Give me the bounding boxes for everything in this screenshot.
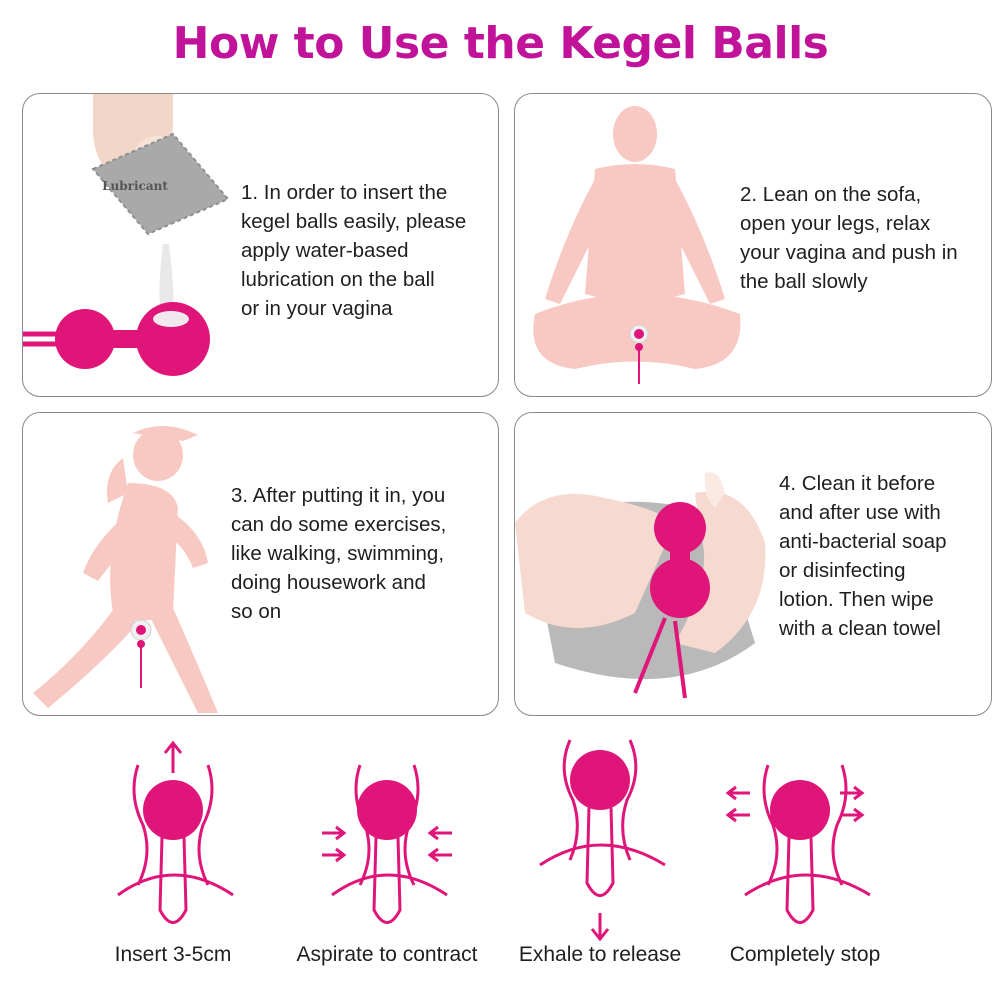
arrows-inward-icon: [322, 825, 452, 863]
step-contract: Aspirate to contract: [272, 735, 502, 1001]
card-1-line: lubrication on the ball: [241, 268, 435, 291]
card-1-line: or in your vagina: [241, 297, 393, 320]
card-4-text: 4. Clean it before and after use with an…: [779, 469, 947, 643]
card-2-line: open your legs, relax: [740, 212, 931, 235]
card-2-line: 2. Lean on the sofa,: [740, 183, 922, 206]
step-release: Exhale to release: [485, 735, 715, 1001]
card-4-line: lotion. Then wipe: [779, 588, 934, 611]
arrow-up-icon: [163, 740, 183, 773]
running-woman-icon: [33, 425, 218, 713]
card-1-line: kegel balls easily, please: [241, 210, 467, 233]
step-stop: Completely stop: [690, 735, 920, 1001]
card-1-line: 1. In order to insert the: [241, 181, 448, 204]
card-4-line: and after use with: [779, 501, 941, 524]
step-label: Exhale to release: [518, 943, 682, 966]
step-diagram-row: Insert 3-5cm Aspirate to contract: [0, 735, 1001, 1001]
card-3-line: 3. After putting it in, you: [231, 484, 446, 507]
instruction-card-clean: 4. Clean it before and after use with an…: [514, 412, 992, 716]
card-3-line: so on: [231, 600, 282, 623]
step-insert: Insert 3-5cm: [58, 735, 288, 1001]
arrows-outward-icon: [725, 785, 865, 823]
step-label: Aspirate to contract: [296, 943, 478, 966]
instruction-card-exercise: 3. After putting it in, you can do some …: [22, 412, 499, 716]
card-4-line: or disinfecting: [779, 559, 906, 582]
card-4-line: anti-bacterial soap: [779, 530, 947, 553]
card-1-text: 1. In order to insert the kegel balls ea…: [241, 178, 466, 323]
page-title: How to Use the Kegel Balls: [172, 18, 829, 69]
instruction-card-insert: 2. Lean on the sofa, open your legs, rel…: [514, 93, 992, 397]
instruction-card-lubricate: Lubricant 1. In order to insert the kege…: [22, 93, 499, 397]
card-3-text: 3. After putting it in, you can do some …: [231, 481, 446, 626]
card-3-line: like walking, swimming,: [231, 542, 445, 565]
packet-label: Lubricant: [102, 179, 168, 193]
arrow-down-icon: [590, 913, 610, 942]
card-2-line: the ball slowly: [740, 270, 868, 293]
card-2-text: 2. Lean on the sofa, open your legs, rel…: [740, 180, 958, 296]
meditating-woman-icon: [533, 106, 741, 384]
card-4-line: 4. Clean it before: [779, 472, 936, 495]
cleaning-hands-icon: [515, 472, 766, 699]
card-3-line: can do some exercises,: [231, 513, 447, 536]
card-3-line: doing housework and: [231, 571, 426, 594]
lubricant-hand-icon: Lubricant: [23, 94, 230, 376]
card-2-line: your vagina and push in: [740, 241, 958, 264]
card-1-line: apply water-based: [241, 239, 409, 262]
card-4-line: with a clean towel: [779, 617, 941, 640]
step-label: Insert 3-5cm: [114, 943, 232, 966]
step-label: Completely stop: [729, 943, 881, 966]
